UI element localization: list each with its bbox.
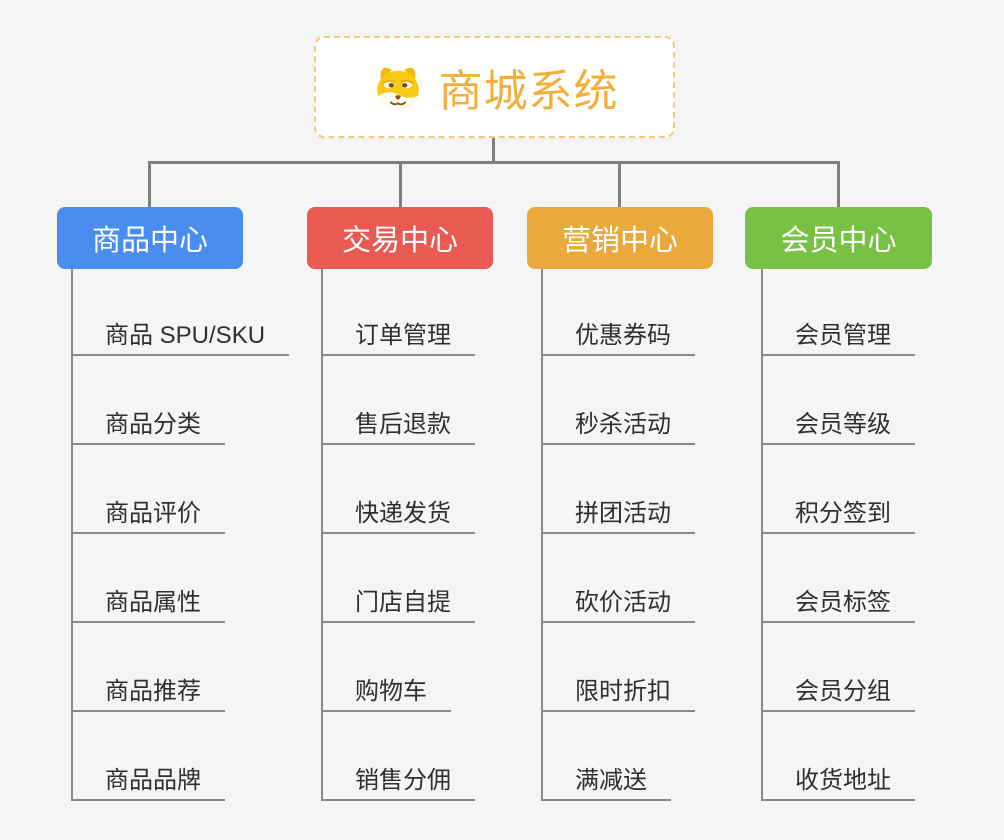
leaf-node[interactable]: 商品属性 xyxy=(73,583,225,623)
leaf-node[interactable]: 会员标签 xyxy=(763,583,915,623)
connector-drop xyxy=(837,161,840,208)
branch-column-marketing: 优惠券码 秒杀活动 拼团活动 砍价活动 限时折扣 满减送 xyxy=(541,269,695,801)
connector-root-stem xyxy=(492,138,495,164)
leaf-node[interactable]: 优惠券码 xyxy=(543,316,695,356)
leaf-node[interactable]: 收货地址 xyxy=(763,761,915,801)
leaf-node[interactable]: 商品评价 xyxy=(73,494,225,534)
leaf-node[interactable]: 售后退款 xyxy=(323,405,475,445)
leaf-node[interactable]: 拼团活动 xyxy=(543,494,695,534)
connector-drop xyxy=(618,161,621,208)
leaf-node[interactable]: 积分签到 xyxy=(763,494,915,534)
branch-column-trade: 订单管理 售后退款 快递发货 门店自提 购物车 销售分佣 xyxy=(321,269,475,801)
leaf-node[interactable]: 商品 SPU/SKU xyxy=(73,316,290,356)
leaf-node[interactable]: 门店自提 xyxy=(323,583,475,623)
branch-column-member: 会员管理 会员等级 积分签到 会员标签 会员分组 收货地址 xyxy=(761,269,915,801)
root-title: 商城系统 xyxy=(438,67,619,116)
branch-node-trade-center[interactable]: 交易中心 xyxy=(307,207,493,269)
dog-face-icon xyxy=(376,67,419,110)
branch-node-marketing-center[interactable]: 营销中心 xyxy=(527,207,713,269)
leaf-node[interactable]: 秒杀活动 xyxy=(543,405,695,445)
branch-column-product: 商品 SPU/SKU 商品分类 商品评价 商品属性 商品推荐 商品品牌 xyxy=(71,269,290,801)
leaf-node[interactable]: 砍价活动 xyxy=(543,583,695,623)
leaf-node[interactable]: 商品推荐 xyxy=(73,672,225,712)
leaf-node[interactable]: 购物车 xyxy=(323,672,451,712)
connector-drop xyxy=(399,161,402,208)
root-node[interactable]: 商城系统 xyxy=(314,36,675,138)
leaf-node[interactable]: 会员管理 xyxy=(763,316,915,356)
leaf-node[interactable]: 限时折扣 xyxy=(543,672,695,712)
leaf-node[interactable]: 满减送 xyxy=(543,761,671,801)
leaf-node[interactable]: 会员分组 xyxy=(763,672,915,712)
connector-drop xyxy=(148,161,151,208)
leaf-node[interactable]: 快递发货 xyxy=(323,494,475,534)
branch-node-member-center[interactable]: 会员中心 xyxy=(745,207,932,269)
leaf-node[interactable]: 商品分类 xyxy=(73,405,225,445)
branch-node-product-center[interactable]: 商品中心 xyxy=(57,207,243,269)
leaf-node[interactable]: 订单管理 xyxy=(323,316,475,356)
leaf-node[interactable]: 销售分佣 xyxy=(323,761,475,801)
leaf-node[interactable]: 会员等级 xyxy=(763,405,915,445)
connector-main-horizontal xyxy=(148,161,840,164)
leaf-node[interactable]: 商品品牌 xyxy=(73,761,225,801)
